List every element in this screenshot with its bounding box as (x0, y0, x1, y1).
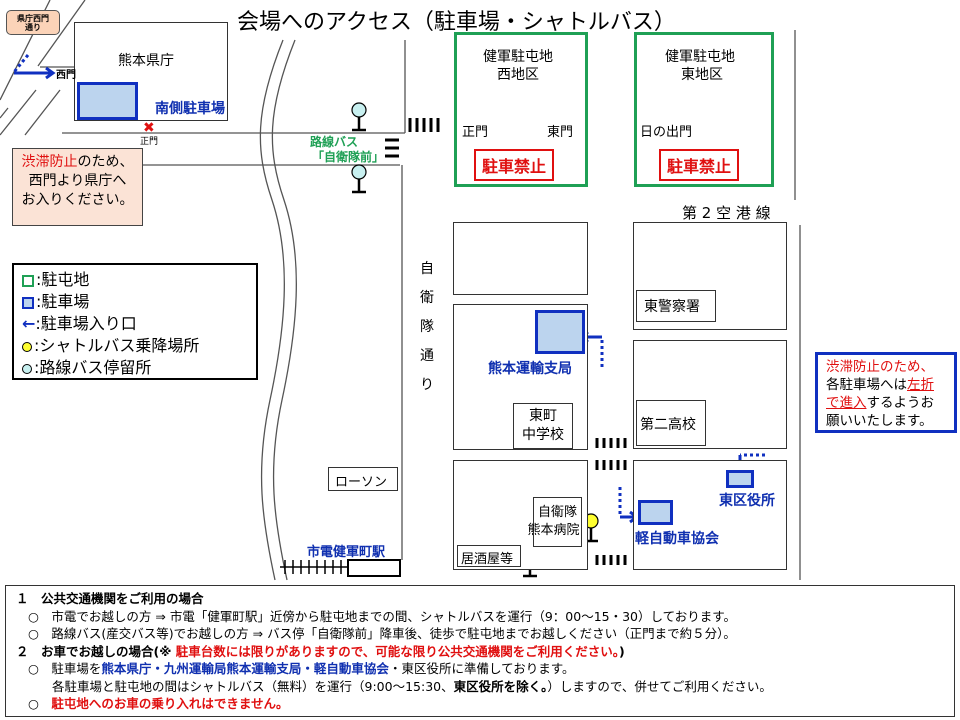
higashimachi-school: 東町中学校 (513, 403, 573, 449)
page-title: 会場へのアクセス（駐車場・シャトルバス） (237, 10, 676, 35)
daini-school: 第二高校 (636, 400, 706, 446)
higashimon-label: 東門 (547, 125, 574, 140)
police-label: 東警察署 (636, 290, 716, 322)
west-area-label: 西地区 (497, 67, 539, 83)
ward-office-label: 東区役所 (719, 493, 775, 509)
south-parking-label: 南側駐車場 (155, 101, 225, 117)
east-area-label: 東地区 (681, 67, 723, 83)
instruction-line: ○ 駐屯地へのお車の乗り入れはできません。 (16, 695, 944, 713)
text: ) (618, 643, 625, 659)
nishimon-label: 西門 (56, 70, 76, 81)
cyan-bus-pin-icon (22, 363, 32, 374)
legend-label: :シャトルバス乗降場所 (34, 336, 200, 355)
east-area-label: 健軍駐屯地 (665, 49, 735, 65)
kencho-label: 熊本県庁 (118, 53, 174, 69)
label: 熊本病院 (527, 523, 580, 538)
airport-line-label: 第 2 空 港 線 (682, 204, 771, 222)
station-label: 市電健軍町駅 (307, 545, 386, 560)
kei-parking-lot[interactable] (638, 500, 673, 525)
hospital: 自衛隊熊本病院 (527, 497, 582, 547)
text: ）しますので、併せてご利用ください。 (547, 678, 772, 694)
no-parking-east: 駐車禁止 (659, 149, 740, 181)
block (453, 222, 588, 295)
instruction-heading: ２ お車でお越しの場合(※ 駐車台数には限りがありますので、可能な限り公共交通機… (16, 643, 944, 661)
bus-stop-name: 「自衛隊前」 (312, 150, 385, 164)
notice-text: お入りください。 (21, 192, 134, 208)
blue-square-icon (22, 296, 34, 309)
notice-text: のため、 (77, 154, 134, 170)
legend-item: ←:駐車場入り口 (22, 313, 248, 335)
legend-label: :駐車場 (36, 292, 90, 311)
instruction-line: ○ 路線バス(産交バス等)でお越しの方 ⇒ バス停「自衛隊前」降車後、徒歩で駐屯… (28, 626, 736, 641)
legend-label: :路線バス停留所 (34, 358, 152, 377)
bus-stop-label: 路線バス (310, 135, 359, 149)
label: 東町 (529, 408, 557, 424)
instruction-heading: １ 公共交通機関をご利用の場合 (16, 591, 204, 606)
legend-label: :駐車場入り口 (35, 314, 137, 333)
yellow-bus-pin-icon (22, 341, 32, 352)
unyu-label: 熊本運輸支局 (488, 361, 572, 377)
legend: :駐屯地 :駐車場 ←:駐車場入り口 :シャトルバス乗降場所 :路線バス停留所 (12, 263, 258, 380)
arrow-left-icon: ← (22, 314, 36, 333)
kei-label: 軽自動車協会 (635, 531, 719, 547)
station-platform (347, 559, 401, 577)
notice-red: で進入 (826, 395, 867, 411)
text-red: 駐車台数には限りがありますので、可能な限り公共交通機関をご利用ください。 (175, 643, 619, 659)
text: ○ (28, 696, 52, 711)
legend-item: :駐車場 (22, 291, 248, 313)
label: 中学校 (522, 427, 564, 443)
notice-text: するようお (866, 395, 935, 411)
notice-red: 渋滞防止のため、 (826, 359, 934, 375)
legend-item: :路線バス停留所 (22, 357, 248, 379)
ward-office-parking-lot[interactable] (726, 470, 754, 488)
instructions-box: １ 公共交通機関をご利用の場合 ○ 市電でお越しの方 ⇒ 市電「健軍町駅」近傍か… (5, 585, 955, 717)
kencho-seimon-label: 正門 (140, 137, 159, 147)
green-square-icon (22, 274, 34, 287)
no-parking-west: 駐車禁止 (474, 149, 555, 181)
text-red: 駐屯地へのお車の乗り入れはできません。 (51, 696, 289, 711)
label: 自衛隊 (537, 505, 577, 520)
crosswalks (385, 118, 627, 565)
instruction-line: 各駐車場と駐屯地の間はシャトルバス（無料）を運行（9:00～15:30、東区役所… (16, 678, 944, 696)
text: ○ 駐車場を (28, 661, 102, 676)
notice-red: 渋滞防止 (21, 154, 78, 170)
south-parking-lot[interactable] (77, 82, 138, 120)
closed-gate-x-icon: ✖ (143, 120, 155, 136)
notice-red: 左折 (907, 377, 934, 393)
west-area-label: 健軍駐屯地 (483, 49, 553, 65)
text-bold: 東区役所を除く。 (453, 678, 548, 694)
text-blue: 熊本県庁・九州運輸局熊本運輸支局・軽自動車協会 (101, 661, 389, 676)
instruction-line: ○ 駐車場を熊本県庁・九州運輸局熊本運輸支局・軽自動車協会・東区役所に準備してお… (16, 660, 944, 678)
instruction-line: ○ 市電でお越しの方 ⇒ 市電「健軍町駅」近傍から駐屯地までの間、シャトルバスを… (28, 608, 736, 624)
text: ２ お車でお越しの場合(※ (16, 643, 176, 659)
left-notice: 渋滞防止のため、 西門より県庁へ お入りください。 (12, 148, 143, 226)
street-sign: 県庁西門通り (6, 10, 60, 35)
right-notice: 渋滞防止のため、 各駐車場へは左折 で進入するようお 願いいたします。 (815, 352, 957, 433)
bus-pin-north (351, 102, 367, 132)
notice-text: 西門より県庁へ (28, 173, 127, 189)
hinodemon-label: 日の出門 (640, 125, 693, 140)
unyu-parking-lot[interactable] (535, 310, 585, 354)
izakaya-label: 居酒屋等 (457, 545, 521, 567)
legend-item: :シャトルバス乗降場所 (22, 335, 248, 357)
jieitai-dori-label: 自衛隊通り (420, 261, 434, 393)
legend-label: :駐屯地 (36, 270, 90, 289)
notice-text: 各駐車場へは (826, 377, 907, 393)
text: ・東区役所に準備しております。 (388, 661, 575, 676)
lawson-label: ローソン (328, 467, 398, 491)
bus-pin-south (351, 164, 367, 194)
seimon-label: 正門 (462, 125, 489, 140)
legend-item: :駐屯地 (22, 269, 248, 291)
notice-text: 願いいたします。 (826, 413, 933, 429)
text: 各駐車場と駐屯地の間はシャトルバス（無料）を運行（9:00～15:30、 (52, 678, 454, 694)
